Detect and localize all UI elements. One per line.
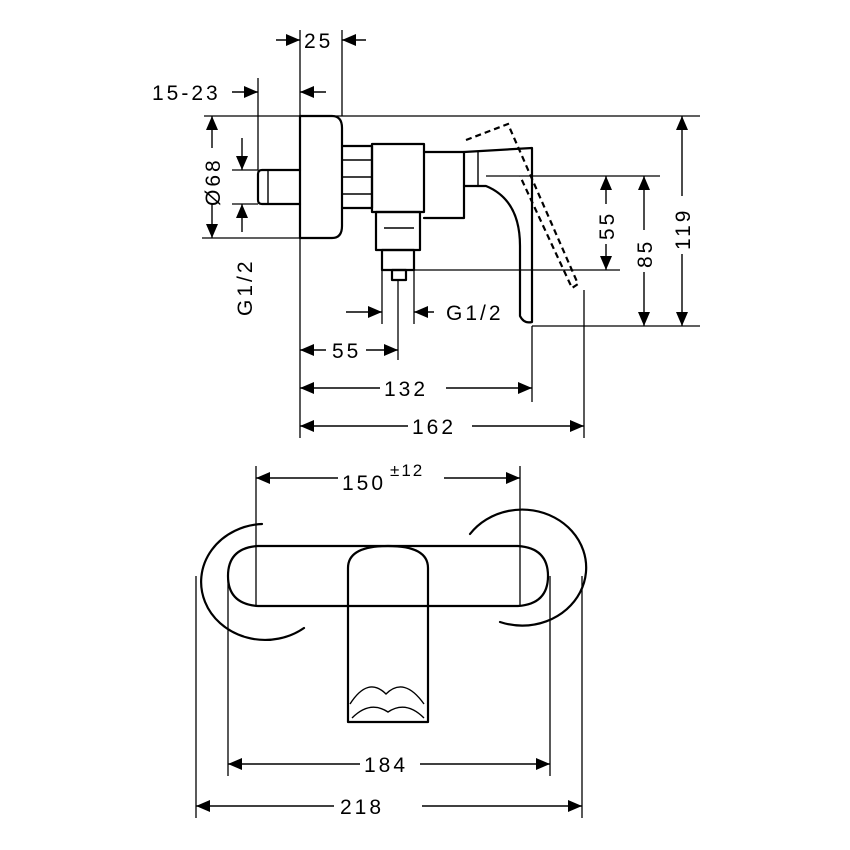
dim-d68: Ø68 [198, 116, 300, 239]
dim-132-label: 132 [384, 378, 428, 401]
dim-25: 25 [276, 30, 366, 116]
front-view [200, 508, 588, 724]
dim-162-label: 162 [412, 416, 456, 439]
dim-150-tolerance: ±12 [390, 461, 424, 480]
lever-base [462, 146, 534, 324]
inlet-stub [256, 168, 302, 206]
mixer-body-front [226, 544, 550, 608]
left-wall-flange [200, 522, 306, 642]
dim-g12-bottom-label: G1/2 [446, 302, 504, 325]
lever-front [346, 544, 430, 724]
dim-55-right-label: 55 [596, 211, 619, 240]
dim-25-label: 25 [304, 30, 333, 53]
dim-85-label: 85 [634, 239, 657, 268]
dim-150-label: 150 [342, 472, 386, 495]
dim-55-right: 55 [410, 175, 660, 271]
dim-15-23: 15-23 [152, 78, 326, 170]
dim-g12-left-label: G1/2 [234, 258, 257, 316]
dim-g12-bottom: G1/2 [346, 270, 504, 325]
dim-d68-label: Ø68 [202, 157, 225, 206]
dim-55-bottom-label: 55 [332, 340, 361, 363]
dim-150: 150 ±12 [255, 461, 521, 606]
mixer-body [370, 142, 426, 214]
dim-218-label: 218 [340, 796, 384, 819]
dim-218: 218 [195, 576, 583, 819]
dim-85: 85 [532, 176, 700, 327]
outlet-spout [374, 210, 422, 252]
dim-132: 132 [299, 238, 533, 438]
side-view [256, 114, 580, 324]
dim-g12-left: G1/2 [232, 138, 258, 316]
wall-rosette [298, 114, 344, 240]
dim-119-label: 119 [672, 208, 695, 250]
right-wall-flange [468, 508, 588, 627]
dim-55-bottom: 55 [300, 280, 399, 363]
dim-184-label: 184 [364, 754, 408, 777]
dim-184: 184 [227, 576, 551, 777]
dim-162: 162 [300, 290, 585, 439]
dim-119: 119 [670, 116, 696, 326]
dim-15-23-label: 15-23 [152, 82, 221, 105]
